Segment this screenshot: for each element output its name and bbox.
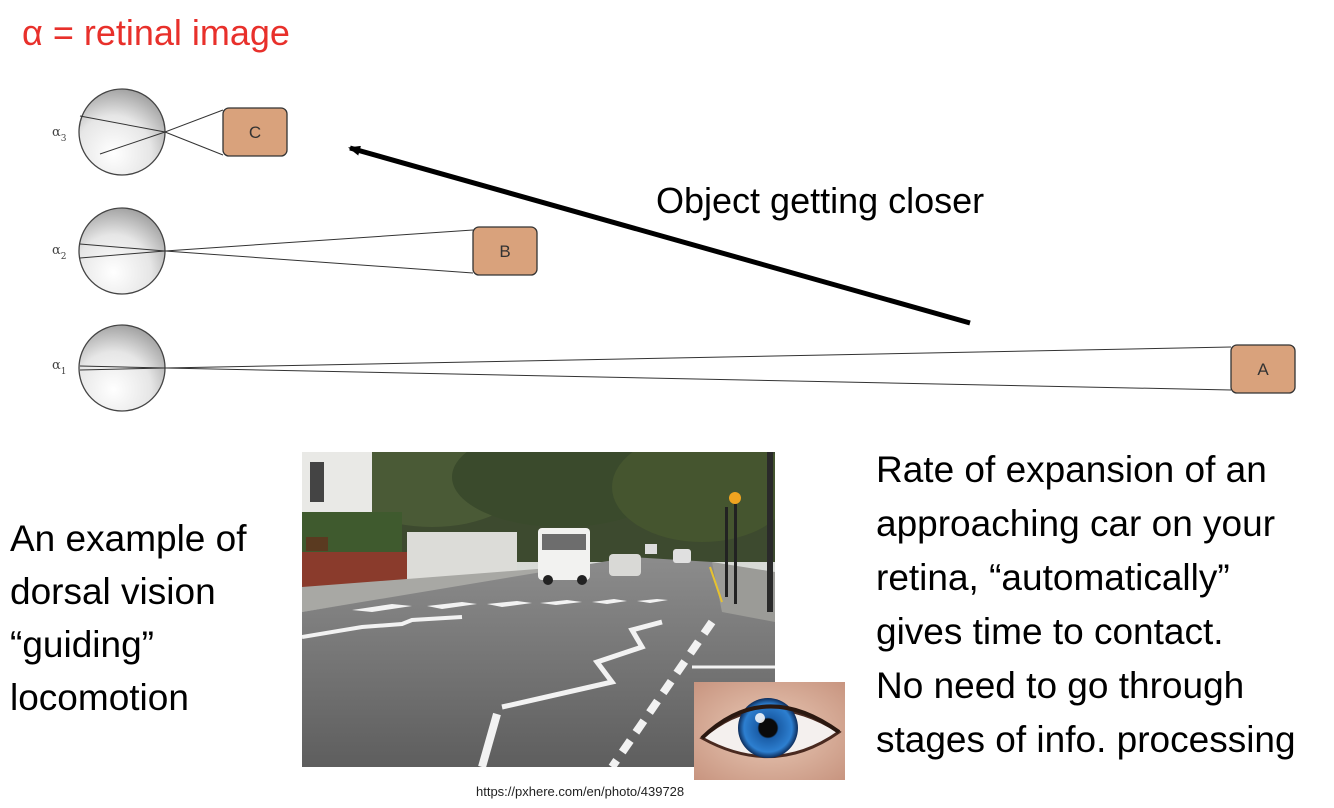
right-caption-line: Rate of expansion of an xyxy=(876,449,1267,490)
eye-3 xyxy=(78,88,166,176)
alpha-1-label: α1 xyxy=(52,358,67,377)
ray-2b xyxy=(79,250,166,259)
eye-row-3: α3 C xyxy=(52,88,288,176)
ray-1a xyxy=(79,365,166,369)
object-b-box xyxy=(472,226,538,276)
object-a-label: A xyxy=(1257,360,1269,379)
left-caption: An example of dorsal vision “guiding” lo… xyxy=(10,512,247,724)
left-caption-line: An example of xyxy=(10,518,247,559)
retinal-image-diagram: α3 C α2 B α1 A xyxy=(52,88,1296,412)
right-caption-line: retina, “automatically” xyxy=(876,557,1230,598)
slide-title: α = retinal image xyxy=(22,12,290,53)
ray-1b xyxy=(79,367,166,371)
ray-3b xyxy=(99,131,166,155)
eye-2 xyxy=(78,207,166,295)
closer-arrow xyxy=(348,145,971,326)
right-caption: Rate of expansion of an approaching car … xyxy=(876,443,1296,767)
ray-3a xyxy=(79,115,166,133)
object-a-box xyxy=(1230,344,1296,394)
left-caption-line: locomotion xyxy=(10,677,189,718)
alpha-2-label: α2 xyxy=(52,243,67,262)
ray-2a xyxy=(79,243,166,252)
object-b-label: B xyxy=(499,242,510,261)
ray-3c xyxy=(164,109,224,133)
ray-2d xyxy=(164,250,474,274)
right-caption-line: No need to go through xyxy=(876,665,1245,706)
eye-photo xyxy=(694,682,845,780)
ray-3d xyxy=(164,131,224,156)
right-caption-line: stages of info. processing xyxy=(876,719,1296,760)
eye-row-1: α1 A xyxy=(52,324,1296,412)
ray-1d xyxy=(164,367,1232,391)
photo-credit-link[interactable]: https://pxhere.com/en/photo/439728 xyxy=(476,784,685,799)
object-c-box xyxy=(222,107,288,157)
object-c-label: C xyxy=(249,123,261,142)
ray-2c xyxy=(164,229,474,252)
left-caption-line: “guiding” xyxy=(10,624,154,665)
arrow-label: Object getting closer xyxy=(656,180,985,221)
street-photo xyxy=(302,452,775,767)
eye-row-2: α2 B xyxy=(52,207,538,295)
right-caption-line: gives time to contact. xyxy=(876,611,1224,652)
left-caption-line: dorsal vision xyxy=(10,571,216,612)
ray-1c xyxy=(164,346,1232,369)
alpha-3-label: α3 xyxy=(52,125,67,144)
right-caption-line: approaching car on your xyxy=(876,503,1276,544)
